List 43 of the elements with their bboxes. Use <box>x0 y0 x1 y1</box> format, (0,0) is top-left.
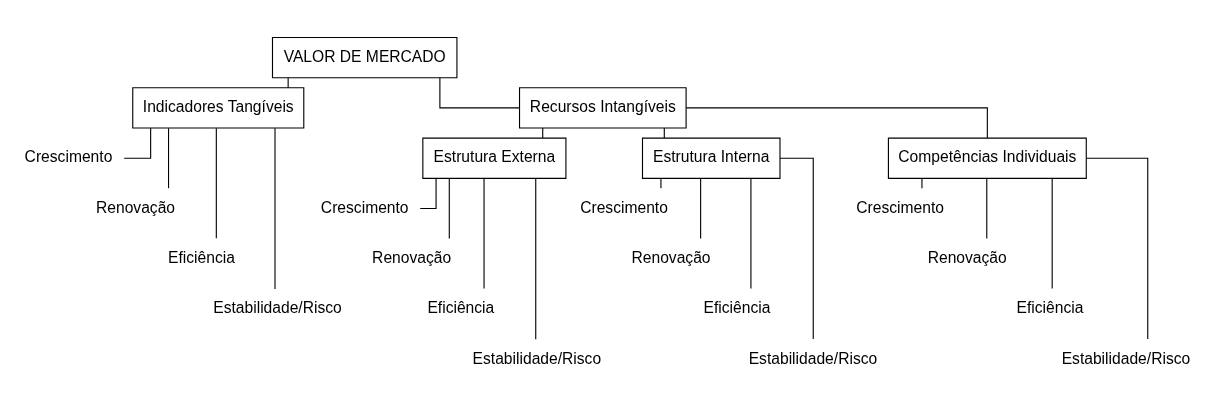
connector <box>215 127 217 239</box>
connector <box>700 178 702 240</box>
connector <box>439 77 520 109</box>
node-text: Estabilidade/Risco <box>1061 349 1191 367</box>
node-text: Renovação <box>96 198 176 216</box>
node-text: Renovação <box>631 248 711 266</box>
node-text: Estabilidade/Risco <box>472 349 602 367</box>
connector <box>274 127 276 290</box>
node-text: Crescimento <box>24 148 113 166</box>
node-box: Recursos Intangíveis <box>518 87 687 129</box>
node-text: Crescimento <box>580 198 668 216</box>
connector <box>921 177 923 189</box>
connector <box>123 127 152 159</box>
connector <box>1086 157 1149 340</box>
node-text: Estabilidade/Risco <box>748 349 878 367</box>
node-text: Crescimento <box>320 198 409 216</box>
connector <box>660 177 662 189</box>
connector <box>986 178 988 240</box>
connector <box>483 178 485 290</box>
node-text: Eficiência <box>703 299 771 317</box>
connector <box>685 107 988 139</box>
connector <box>448 178 450 240</box>
connector <box>663 127 665 139</box>
connector <box>1051 178 1053 290</box>
node-text: Estabilidade/Risco <box>213 299 342 317</box>
node-box: Estrutura Interna <box>641 137 781 179</box>
node-text: Renovação <box>927 248 1007 266</box>
connector <box>287 77 289 89</box>
node-text: Eficiência <box>427 299 495 317</box>
node-text: Crescimento <box>856 198 944 216</box>
node-text: Eficiência <box>1016 299 1084 317</box>
connector <box>419 177 437 210</box>
connector <box>542 127 544 139</box>
node-text: Eficiência <box>168 248 235 266</box>
node-text: Renovação <box>372 248 452 266</box>
connector <box>779 157 814 340</box>
node-box: VALOR DE MERCADO <box>271 36 458 79</box>
connector <box>167 127 170 189</box>
node-box: Estrutura Externa <box>422 137 567 179</box>
connector <box>750 178 752 290</box>
connector <box>535 178 537 340</box>
node-box: Competências Individuais <box>887 137 1087 179</box>
node-box: Indicadores Tangíveis <box>132 87 305 129</box>
